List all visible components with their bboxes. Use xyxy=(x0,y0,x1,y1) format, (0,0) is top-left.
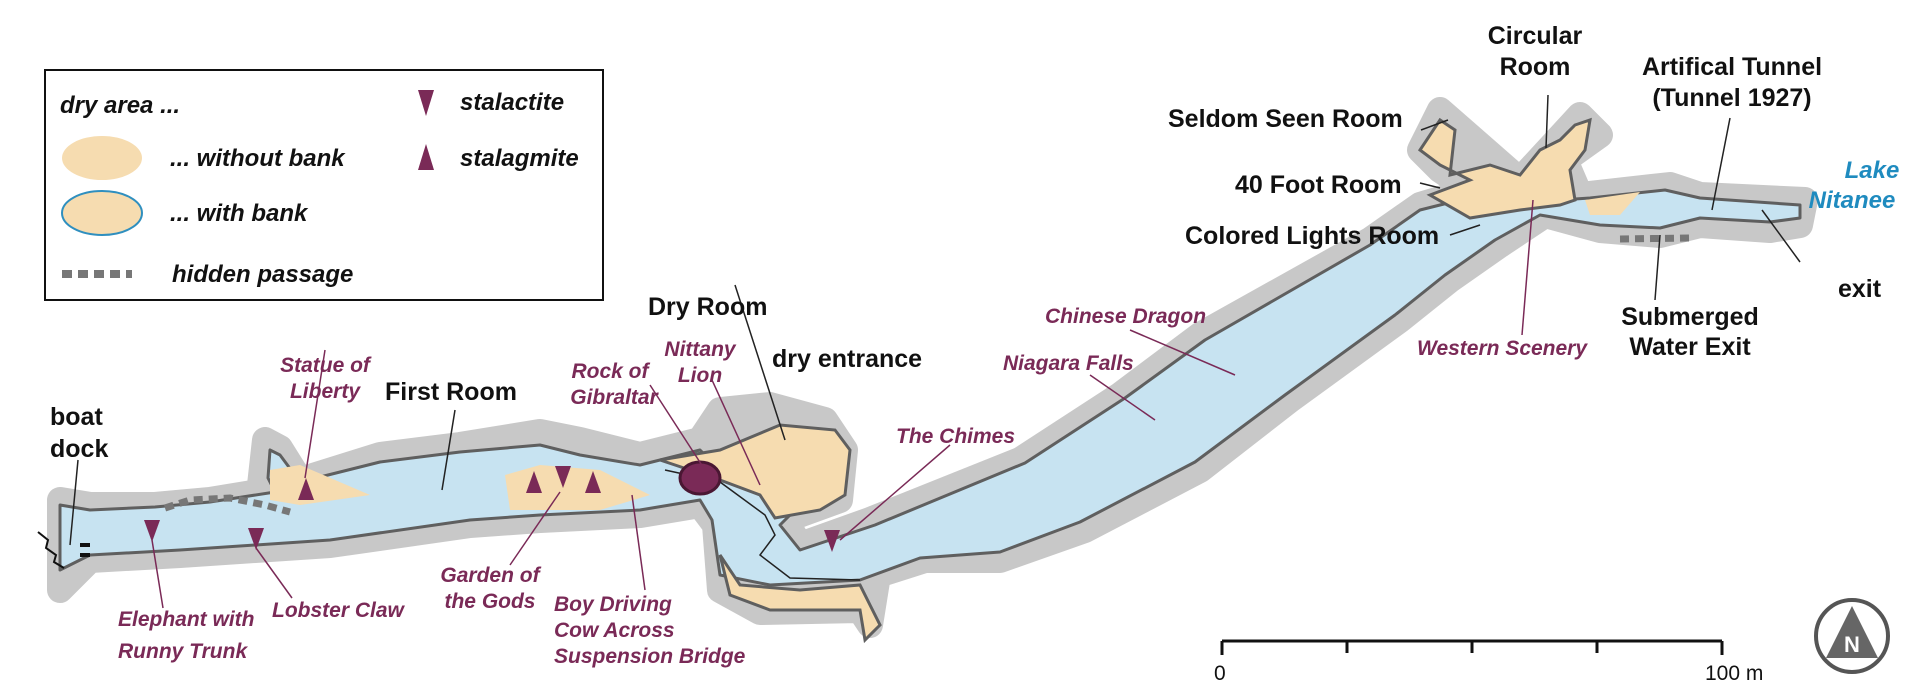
scale-start: 0 xyxy=(1214,662,1226,684)
label-submerged-water-exit-2: Water Exit xyxy=(1629,333,1751,361)
label-niagara-falls: Niagara Falls xyxy=(1003,352,1134,375)
stalagmite-icon xyxy=(585,471,601,493)
label-lobster-claw: Lobster Claw xyxy=(272,599,406,622)
label-boat-dock-2: dock xyxy=(50,435,108,463)
legend-box xyxy=(44,69,604,301)
label-lake-nitanee-2: Nitanee xyxy=(1809,187,1896,214)
stalagmite-icon xyxy=(526,471,542,493)
label-nittany-lion-1: Nittany xyxy=(664,338,736,361)
legend-stalagmite: stalagmite xyxy=(460,145,579,172)
stalactite-icon xyxy=(144,520,160,542)
legend-heading: dry area ... xyxy=(60,92,180,119)
stalactite-icon xyxy=(248,528,264,550)
label-lake-nitanee-1: Lake xyxy=(1845,157,1900,184)
label-exit: exit xyxy=(1838,275,1882,303)
label-first-room: First Room xyxy=(385,378,517,406)
formations xyxy=(144,460,840,552)
label-dry-room: Dry Room xyxy=(648,293,767,321)
label-artificial-tunnel-2: (Tunnel 1927) xyxy=(1652,84,1811,112)
label-circular-room-1: Circular xyxy=(1488,22,1583,50)
stalagmite-icon xyxy=(298,478,314,500)
hidden-passages xyxy=(163,234,1691,516)
label-circular-room-2: Room xyxy=(1500,53,1571,81)
legend-stalagmite-icon xyxy=(418,144,434,170)
label-elephant-1: Elephant with xyxy=(118,608,255,631)
label-boy-driving-cow-3: Suspension Bridge xyxy=(554,645,746,668)
label-rock-of-gibraltar-2: Gibraltar xyxy=(570,386,659,409)
legend-without-bank: ... without bank xyxy=(170,145,346,172)
label-rock-of-gibraltar-1: Rock of xyxy=(571,360,650,383)
label-artificial-tunnel-1: Artifical Tunnel xyxy=(1642,53,1822,81)
legend: dry area ... ... without bank ... with b… xyxy=(44,69,604,301)
north-arrow-icon xyxy=(1826,606,1878,658)
label-garden-of-the-gods-2: the Gods xyxy=(444,590,535,613)
label-seldom-seen-room: Seldom Seen Room xyxy=(1168,105,1403,133)
formation-labels: Statue of Liberty Rock of Gibraltar Nitt… xyxy=(118,305,1588,668)
boat-dock-marks xyxy=(37,531,90,569)
legend-with-bank: ... with bank xyxy=(170,200,309,227)
label-the-chimes: The Chimes xyxy=(896,425,1015,448)
label-boy-driving-cow-2: Cow Across xyxy=(554,619,675,642)
label-nittany-lion-2: Lion xyxy=(678,364,722,387)
location-labels: boat dock First Room Dry Room dry entran… xyxy=(50,22,1899,463)
legend-dry-with-bank-swatch xyxy=(61,190,143,236)
label-boat-dock-1: boat xyxy=(50,403,103,431)
label-chinese-dragon: Chinese Dragon xyxy=(1045,305,1206,328)
legend-hidden-passage: hidden passage xyxy=(172,261,353,288)
scale-end: 100 m xyxy=(1705,662,1763,684)
stalactite-icon xyxy=(555,466,571,488)
label-boy-driving-cow-1: Boy Driving xyxy=(554,593,672,616)
dry-areas xyxy=(270,117,1640,644)
compass: N xyxy=(1814,598,1890,674)
legend-stalactite-icon xyxy=(418,90,434,116)
label-western-scenery: Western Scenery xyxy=(1417,337,1588,360)
label-40-foot-room: 40 Foot Room xyxy=(1235,171,1402,199)
legend-stalactite: stalactite xyxy=(460,89,564,116)
compass-letter: N xyxy=(1844,632,1860,657)
label-submerged-water-exit-1: Submerged xyxy=(1621,303,1759,331)
scale-bar xyxy=(1220,639,1724,655)
stalactite-icon xyxy=(824,530,840,552)
label-elephant-2: Runny Trunk xyxy=(118,640,248,663)
label-colored-lights-room: Colored Lights Room xyxy=(1185,222,1439,250)
label-garden-of-the-gods-1: Garden of xyxy=(440,564,541,587)
label-statue-of-liberty-1: Statue of xyxy=(280,354,372,377)
legend-dry-without-bank-swatch xyxy=(62,136,142,180)
label-statue-of-liberty-2: Liberty xyxy=(290,380,361,403)
leader-lines xyxy=(69,94,1801,609)
label-dry-entrance: dry entrance xyxy=(772,345,922,373)
rock-of-gibraltar-icon xyxy=(678,460,722,496)
